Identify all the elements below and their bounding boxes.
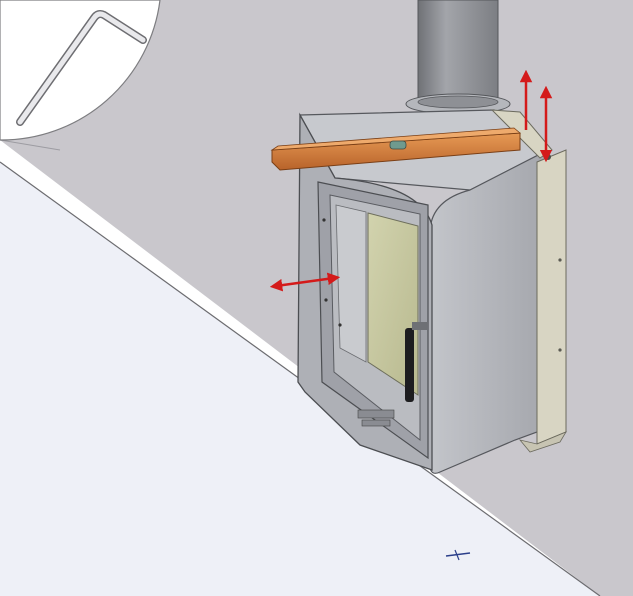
door-handle — [405, 328, 414, 402]
flue-pipe — [405, 0, 511, 115]
level-bubble-vial — [389, 140, 407, 150]
door-latch — [412, 322, 428, 330]
allen-key-detail — [0, 0, 161, 141]
bottom-vents — [357, 409, 395, 427]
spirit-level — [270, 127, 522, 171]
firebox-left — [335, 204, 367, 363]
adjust-arrows — [269, 69, 553, 292]
axis-marker-icon — [445, 549, 471, 561]
wall-top-edge — [0, 139, 61, 151]
wall-bracket — [490, 109, 567, 453]
allen-key-icon — [16, 10, 147, 126]
arrow-horizontal — [269, 272, 341, 292]
